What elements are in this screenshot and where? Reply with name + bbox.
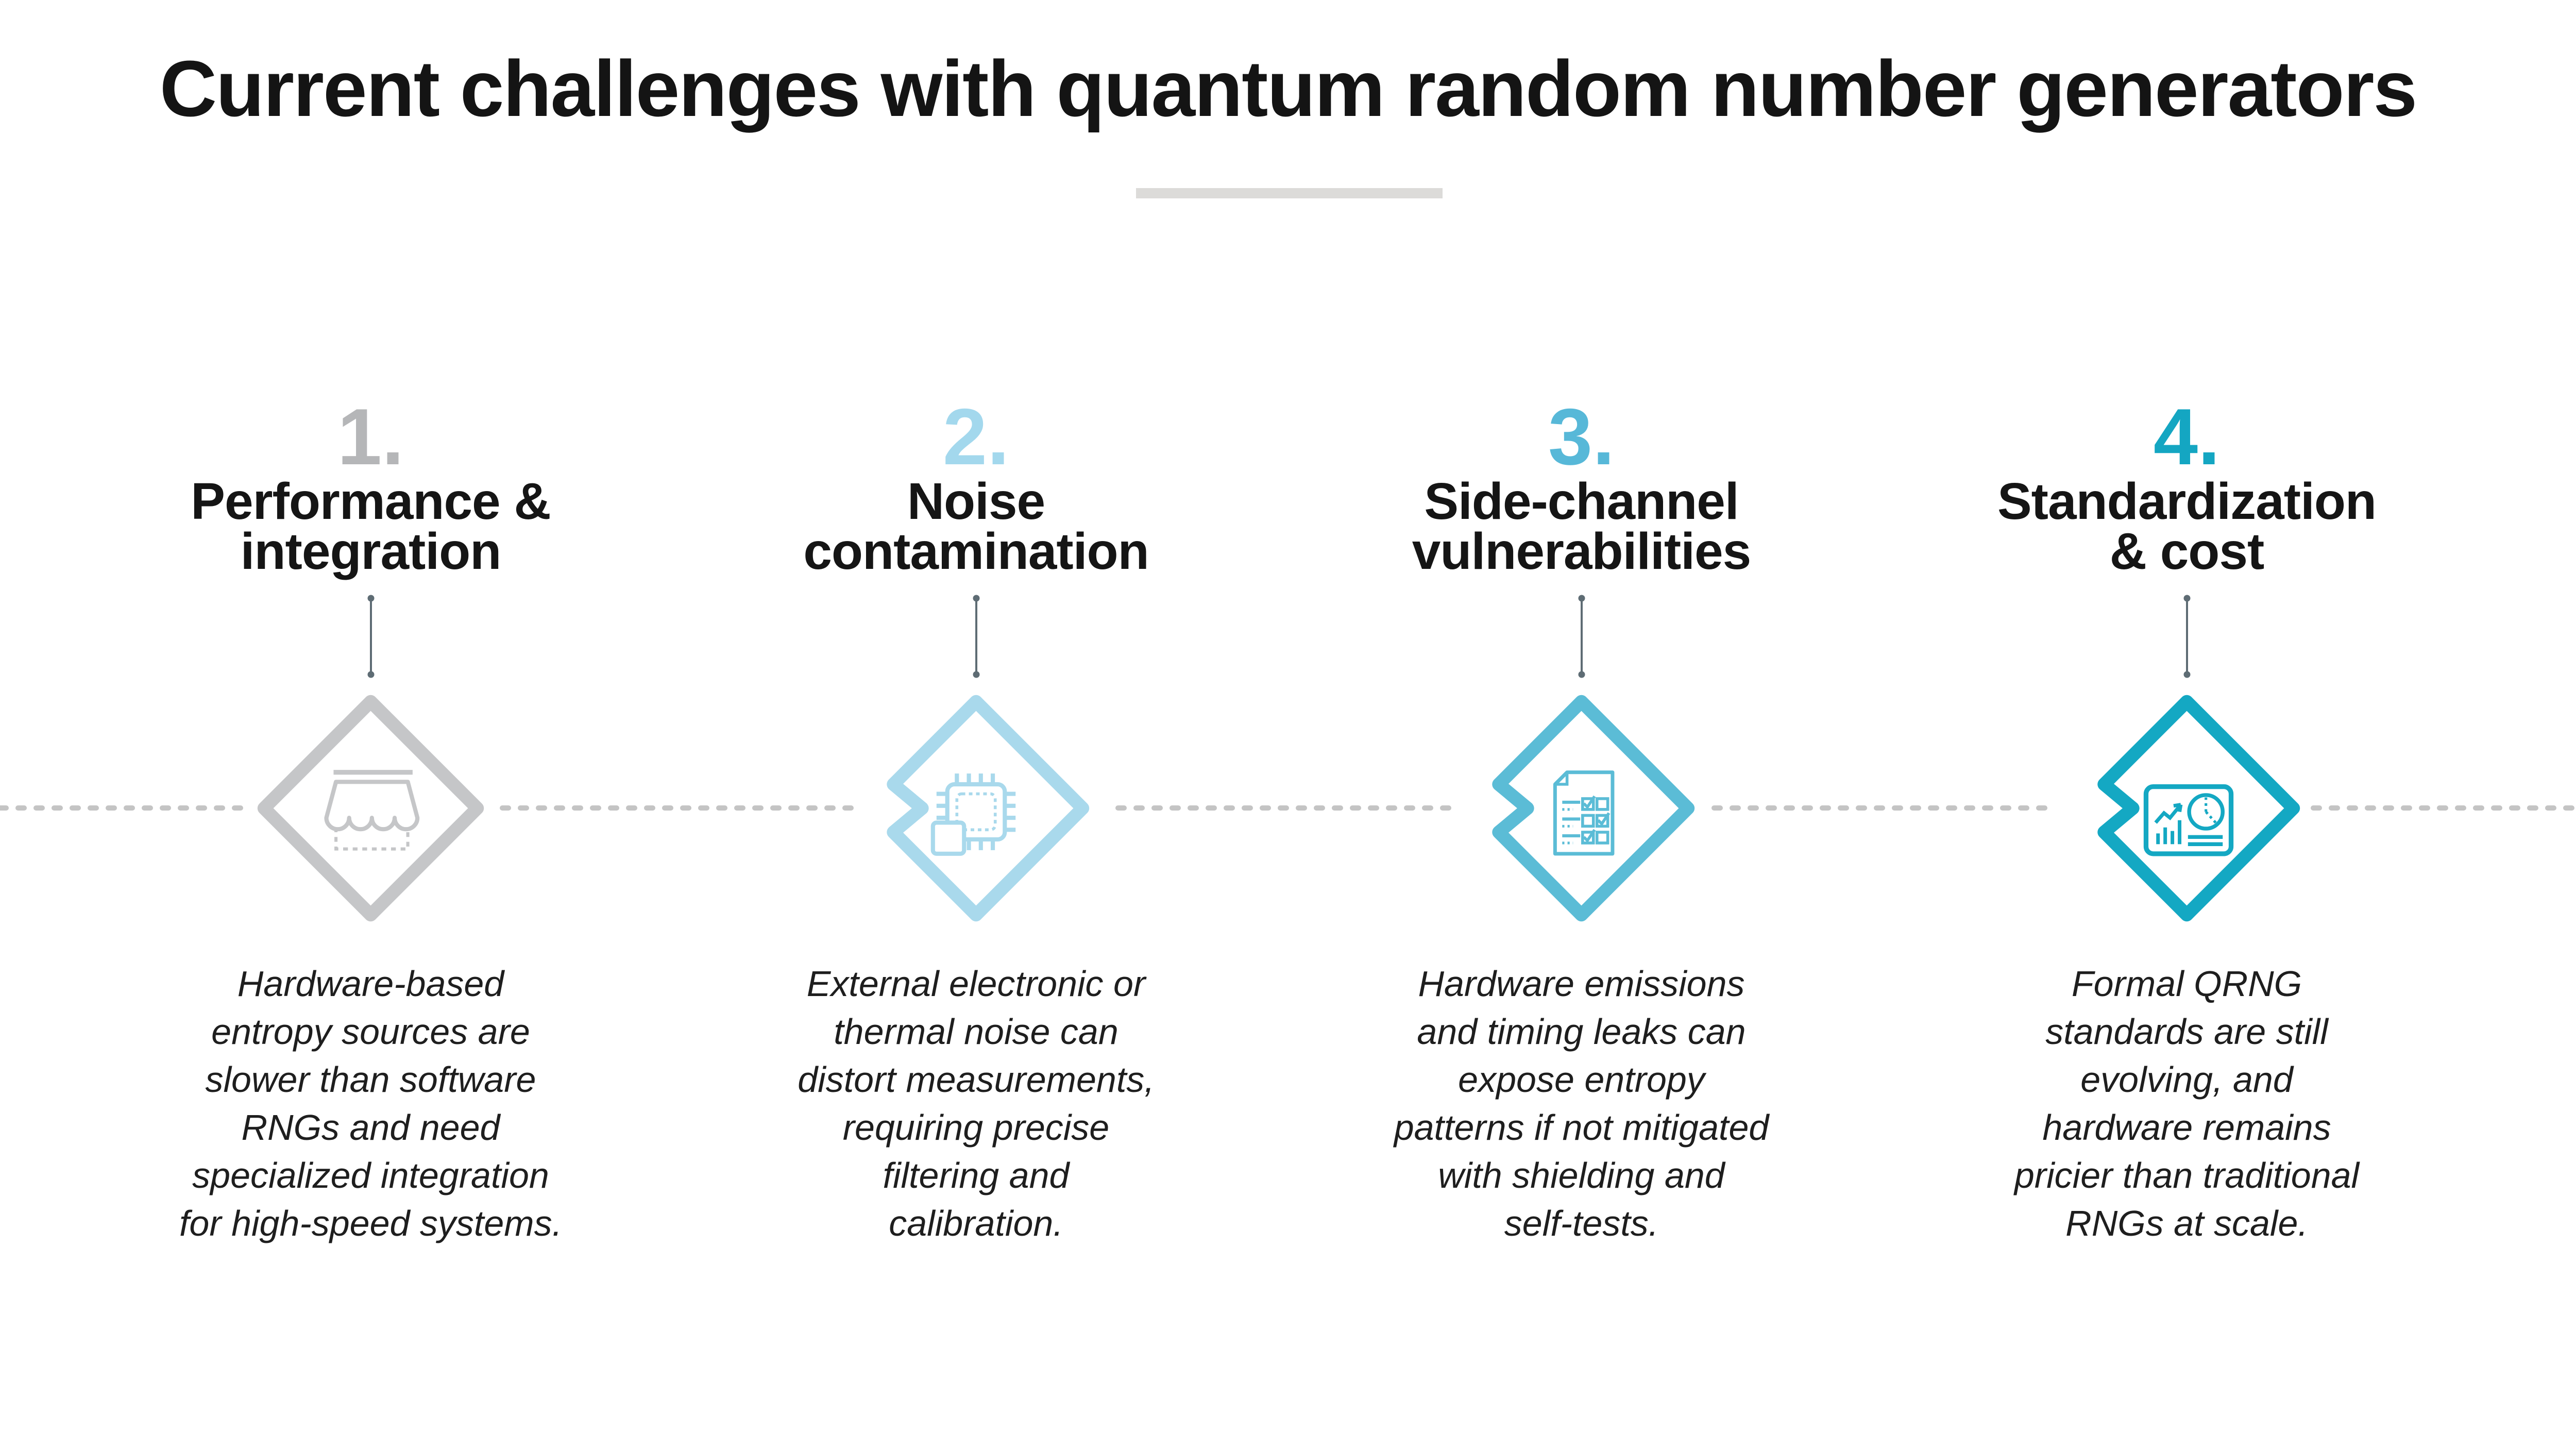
page-title: Current challenges with quantum random n… <box>159 44 2417 133</box>
step-3-description: Hardware emissions and timing leaks can … <box>1394 964 1769 1243</box>
steps-row: 1. Performance & integration Hardware-ba… <box>68 0 2489 1248</box>
connector-line-dots <box>2183 595 2190 678</box>
step-2-diamond <box>887 695 1090 922</box>
step-2-description: External electronic or thermal noise can… <box>798 964 1155 1243</box>
storefront-icon <box>324 770 420 851</box>
step-3-diamond <box>1492 695 1695 922</box>
connector-line-dots <box>973 595 979 678</box>
dashboard-icon <box>2143 784 2234 856</box>
step-1-diamond <box>257 695 484 922</box>
step-1: 1. Performance & integration Hardware-ba… <box>68 0 673 1248</box>
step-4: 4. Standardization & cost <box>1884 0 2489 1248</box>
step-1-number: 1. <box>337 392 404 481</box>
step-4-diamond <box>2097 695 2300 922</box>
checklist-icon <box>1553 770 1615 856</box>
step-4-description: Formal QRNG standards are still evolving… <box>2014 964 2360 1243</box>
timeline-dashed-line <box>0 805 2576 811</box>
step-3: 3. Side-channel vulnerabilities <box>1279 0 1884 1248</box>
title-divider-bar <box>1136 188 1443 198</box>
step-3-connector <box>1578 595 1585 678</box>
step-4-heading: Standardization & cost <box>1997 473 2377 580</box>
chip-icon <box>930 773 1016 856</box>
step-2: 2. Noise contamination External electron… <box>673 0 1279 1248</box>
diamond-outline <box>257 695 484 922</box>
step-1-heading: Performance & integration <box>191 473 551 580</box>
connector-line-dots <box>367 595 374 678</box>
step-4-connector <box>2183 595 2190 678</box>
connector-line-dots <box>1578 595 1585 678</box>
title-divider <box>1136 188 1443 198</box>
step-4-number: 4. <box>2153 392 2221 481</box>
step-3-heading: Side-channel vulnerabilities <box>1412 473 1751 580</box>
step-3-number: 3. <box>1548 392 1615 481</box>
step-2-connector <box>973 595 979 678</box>
step-2-number: 2. <box>942 392 1010 481</box>
step-1-description: Hardware-based entropy sources are slowe… <box>179 964 563 1243</box>
diamond-outline-notched <box>2097 695 2300 922</box>
step-2-heading: Noise contamination <box>803 473 1149 580</box>
step-1-connector <box>367 595 374 678</box>
